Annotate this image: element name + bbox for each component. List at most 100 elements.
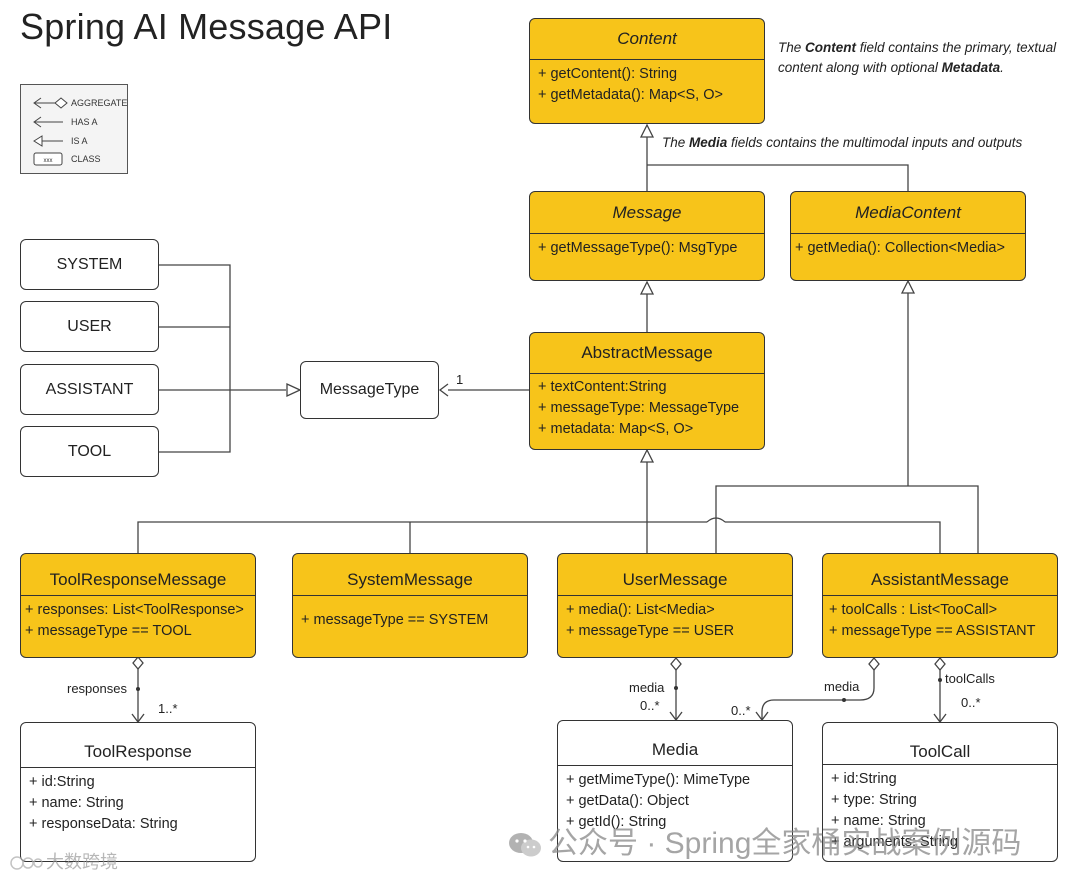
- toolresponsemessage-is-a-line: [137, 521, 647, 553]
- watermark-corner-text: 大数跨境: [46, 852, 118, 872]
- class-assistant-message-attrs: + toolCalls : List<TooCall> + messageTyp…: [823, 596, 1057, 646]
- attr: + arguments: String: [831, 834, 958, 850]
- class-media-content[interactable]: MediaContent + getMedia(): Collection<Me…: [790, 191, 1026, 281]
- legend-symbols: xxx: [33, 97, 68, 166]
- enum-system[interactable]: SYSTEM: [20, 239, 159, 290]
- mediacontent-to-content-line: [647, 164, 909, 191]
- attr: + type: String: [831, 792, 917, 808]
- class-tool-call-name: ToolCall: [823, 723, 1057, 765]
- page-title: Spring AI Message API: [20, 6, 393, 47]
- class-media[interactable]: Media + getMimeType(): MimeType + getDat…: [557, 720, 793, 862]
- class-content-name: Content: [530, 19, 764, 60]
- class-media-content-name: MediaContent: [791, 192, 1025, 234]
- attr: + responses: List<ToolResponse>: [25, 602, 244, 618]
- attr: + getMessageType(): MsgType: [538, 240, 738, 256]
- class-abstract-message-name: AbstractMessage: [530, 333, 764, 374]
- aggregate-diamond-responses: [132, 655, 144, 671]
- attr: + textContent:String: [538, 379, 667, 395]
- attr: + responseData: String: [29, 816, 178, 832]
- enum-tool[interactable]: TOOL: [20, 426, 159, 477]
- media-note: The Media fields contains the multimodal…: [662, 135, 1023, 150]
- watermark-corner: 大数跨境: [10, 848, 118, 874]
- attr: + getMimeType(): MimeType: [566, 772, 751, 788]
- user-media-multiplicity: 0..*: [640, 698, 660, 713]
- attr: + getData(): Object: [566, 793, 689, 809]
- hasa-arrow-messagetype: [438, 383, 449, 397]
- attr: + getId(): String: [566, 814, 667, 830]
- assistant-media-dot: [842, 698, 846, 702]
- attr: + id:String: [831, 771, 897, 787]
- responses-multiplicity: 1..*: [158, 701, 178, 716]
- class-tool-response-message-name: ToolResponseMessage: [21, 554, 255, 596]
- attr: + getMetadata(): Map<S, O>: [538, 87, 723, 103]
- class-assistant-message[interactable]: AssistantMessage + toolCalls : List<TooC…: [822, 553, 1058, 658]
- watermark-main-text: 公众号 · Spring全家桶实战案例源码: [548, 827, 1022, 860]
- responses-dot: [136, 687, 140, 691]
- attr: + getContent(): String: [538, 66, 678, 82]
- legend-is-a: IS A: [71, 136, 88, 146]
- enum-tool-line: [158, 390, 231, 453]
- user-media-dot: [674, 686, 678, 690]
- class-system-message-attrs: + messageType == SYSTEM: [293, 596, 527, 635]
- enum-user[interactable]: USER: [20, 301, 159, 352]
- legend-class: CLASS: [71, 154, 101, 164]
- attr: + media(): List<Media>: [566, 602, 715, 618]
- class-tool-response-message-attrs: + responses: List<ToolResponse> + messag…: [21, 596, 255, 646]
- wechat-icon: [508, 831, 542, 859]
- legend-has-a: HAS A: [71, 117, 98, 127]
- isa-arrow-mediacontent: [900, 279, 916, 294]
- assistantmessage-is-a-line: [725, 521, 941, 553]
- class-user-message[interactable]: UserMessage + media(): List<Media> + mes…: [557, 553, 793, 658]
- class-assistant-message-name: AssistantMessage: [823, 554, 1057, 596]
- attr: + messageType == ASSISTANT: [829, 623, 1036, 639]
- user-media-label: media: [629, 680, 665, 695]
- aggregate-diamond-toolcalls: [934, 656, 946, 672]
- isa-arrow-messagetype: [286, 382, 302, 398]
- attr: + metadata: Map<S, O>: [538, 421, 694, 437]
- isa-arrow-abstract: [639, 448, 655, 463]
- class-message[interactable]: Message + getMessageType(): MsgType: [529, 191, 765, 281]
- attr: + messageType == SYSTEM: [301, 612, 489, 628]
- messagetype-multiplicity: 1: [456, 372, 464, 387]
- class-tool-call-attrs: + id:String + type: String + name: Strin…: [823, 765, 1057, 857]
- isa-arrow-message: [639, 280, 655, 295]
- toolcalls-dot: [938, 678, 942, 682]
- attr: + messageType == TOOL: [25, 623, 192, 639]
- class-user-message-attrs: + media(): List<Media> + messageType == …: [558, 596, 792, 646]
- class-message-name: Message: [530, 192, 764, 234]
- responses-label: responses: [67, 681, 127, 696]
- class-tool-response[interactable]: ToolResponse + id:String + name: String …: [20, 722, 256, 862]
- legend-aggregate: AGGREGATE: [71, 98, 128, 108]
- class-content[interactable]: Content + getContent(): String + getMeta…: [529, 18, 765, 124]
- enum-system-line: [158, 264, 231, 390]
- class-tool-response-attrs: + id:String + name: String + responseDat…: [21, 768, 255, 839]
- enum-assistant[interactable]: ASSISTANT: [20, 364, 159, 415]
- class-user-message-name: UserMessage: [558, 554, 792, 596]
- toolcalls-multiplicity: 0..*: [961, 695, 981, 710]
- class-tool-response-name: ToolResponse: [21, 723, 255, 768]
- class-system-message-name: SystemMessage: [293, 554, 527, 596]
- class-system-message[interactable]: SystemMessage + messageType == SYSTEM: [292, 553, 528, 658]
- aggregate-diamond-assistant-media: [868, 656, 880, 672]
- attr: + toolCalls : List<TooCall>: [829, 602, 998, 618]
- aggregate-diamond-user-media: [670, 656, 682, 672]
- assistant-media-label: media: [824, 679, 860, 694]
- mediacontent-branch-line: [715, 485, 979, 553]
- class-message-attrs: + getMessageType(): MsgType: [530, 234, 764, 263]
- class-media-name: Media: [558, 721, 792, 766]
- enum-message-type[interactable]: MessageType: [300, 361, 439, 419]
- attr: + name: String: [831, 813, 926, 829]
- class-tool-response-message[interactable]: ToolResponseMessage + responses: List<To…: [20, 553, 256, 658]
- legend: xxx AGGREGATE HAS A IS A CLASS: [20, 84, 128, 174]
- watermark-text: 公众号 · Spring全家桶实战案例源码: [508, 818, 1021, 862]
- class-content-attrs: + getContent(): String + getMetadata(): …: [530, 60, 764, 110]
- bridge-dummy: [647, 509, 712, 522]
- class-abstract-message-attrs: + textContent:String + messageType: Mess…: [530, 374, 764, 444]
- isa-arrow-content: [639, 123, 655, 138]
- class-media-attrs: + getMimeType(): MimeType + getData(): O…: [558, 766, 792, 837]
- class-media-content-attrs: + getMedia(): Collection<Media>: [791, 234, 1025, 263]
- assistant-media-line: [761, 670, 875, 720]
- class-abstract-message[interactable]: AbstractMessage + textContent:String + m…: [529, 332, 765, 450]
- class-tool-call[interactable]: ToolCall + id:String + type: String + na…: [822, 722, 1058, 862]
